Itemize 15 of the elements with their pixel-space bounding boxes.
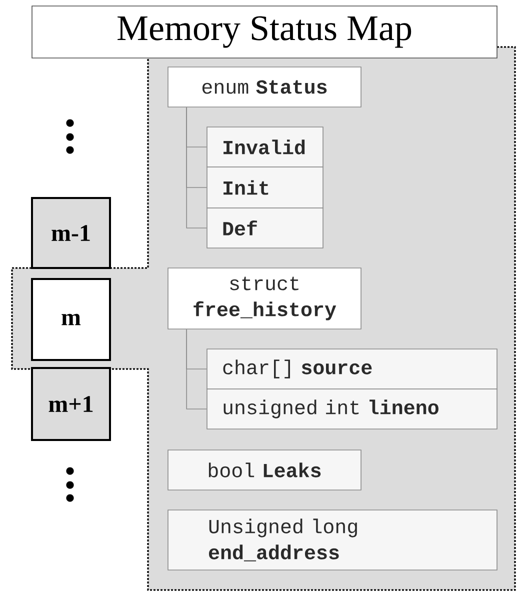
tree-line [186, 107, 207, 228]
field-box: Def [206, 208, 324, 248]
mbox: m+1 [31, 367, 111, 441]
tree-line [186, 329, 207, 410]
mbox: m-1 [31, 197, 111, 269]
mbox: m [31, 278, 111, 361]
field-box: Init [206, 166, 324, 208]
title-box: Memory Status Map [32, 6, 498, 58]
field-box: Invalid [206, 126, 324, 168]
field-box: bool Leaks [168, 450, 362, 490]
type-box: enum Status [168, 66, 362, 108]
field-box: unsigned int lineno [206, 388, 498, 430]
field-box: char[] source [206, 348, 498, 390]
type-box: struct free_history [168, 268, 362, 330]
field-box: Unsigned long end_address [168, 510, 498, 570]
